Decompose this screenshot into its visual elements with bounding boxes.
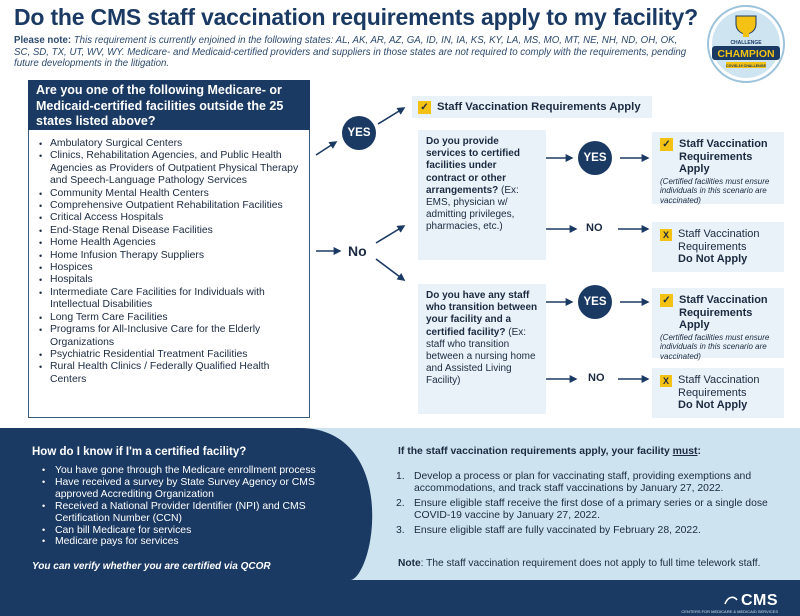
litigation-note: Please note: This requirement is current… [14,35,694,70]
x-icon: X [660,375,672,387]
contract-services-question: Do you provide services to certified fac… [418,130,546,260]
facility-list-item: Hospices [37,262,303,275]
q2-rest: (Ex: staff who transition between a nurs… [426,326,536,387]
facility-list-item: Home Health Agencies [37,237,303,250]
staff-transition-question: Do you have any staff who transition bet… [418,284,546,414]
facility-list-item: Intermediate Care Facilities for Individ… [37,287,303,312]
facility-list-item: Ambulatory Surgical Centers [37,138,303,151]
footer-bar [0,580,800,616]
result-apply-title: Staff Vaccination Requirements Apply [679,138,768,175]
facility-list-item: Comprehensive Outpatient Rehabilitation … [37,200,303,213]
cms-logo: CMS [724,590,778,612]
requirement-number: 3. [396,525,405,537]
yes-circle-q2: YES [578,285,612,319]
result-not-apply-2: X Staff Vaccination Requirements Do Not … [652,368,784,418]
svg-text:COVID-19 CHALLENGE: COVID-19 CHALLENGE [726,64,767,68]
checkmark-icon: ✓ [660,294,673,307]
requirement-number: 1. [396,471,405,482]
note-body: This requirement is currently enjoined i… [14,35,687,69]
facility-list-item: End-Stage Renal Disease Facilities [37,225,303,238]
requirement-item: 1. Develop a process or plan for vaccinat… [396,471,791,495]
facility-list-item: Home Infusion Therapy Suppliers [37,250,303,263]
facility-list-item: Community Mental Health Centers [37,188,303,201]
q2-bold: Do you have any staff who transition bet… [426,290,538,338]
certified-criteria-item: Have received a survey by State Survey A… [40,477,350,501]
facility-list-item: Hospitals [37,274,303,287]
requirements-apply-label: Staff Vaccination Requirements Apply [437,101,641,113]
result-apply-2: ✓ Staff Vaccination Requirements Apply (… [652,288,784,361]
verify-qcor-text: You can verify whether you are certified… [32,561,271,572]
cms-swoosh-icon [724,596,738,605]
result-not-title: Staff Vaccination Requirements [678,374,760,399]
result-not-bold: Do Not Apply [678,253,748,265]
facility-list-item: Critical Access Hospitals [37,212,303,225]
checkmark-icon: ✓ [418,100,431,114]
requirement-text: Develop a process or plan for vaccinatin… [414,471,752,495]
facility-list-item: Long Term Care Facilities [37,312,303,325]
result-apply-1: ✓ Staff Vaccination Requirements Apply (… [652,132,784,205]
no-label-main: No [348,243,367,259]
result-not-bold: Do Not Apply [678,399,748,411]
yes-circle-main: YES [342,116,376,150]
result-apply-subtext: (Certified facilities must ensure indivi… [660,176,770,205]
result-not-apply-1: X Staff Vaccination Requirements Do Not … [652,222,784,272]
cms-logo-subtext: CENTERS FOR MEDICARE & MEDICAID SERVICES [681,609,778,614]
requirement-item: 3. Ensure eligible staff are fully vaccin… [396,525,791,537]
x-icon: X [660,229,672,241]
arrow-yes-to-apply [377,107,406,125]
champion-badge-logo: CHALLENGE CHAMPION COVID-19 CHALLENGE [707,5,785,83]
certified-criteria-item: You have gone through the Medicare enrol… [40,465,350,477]
result-apply-subtext: (Certified facilities must ensure indivi… [660,332,770,361]
certified-criteria-item: Medicare pays for services [40,536,350,548]
telework-note: Note: The staff vaccination requirement … [398,558,761,569]
facility-list-item: Psychiatric Residential Treatment Facili… [37,349,303,362]
requirements-title: If the staff vaccination requirements ap… [398,446,701,457]
facility-question-header: Are you one of the following Medicare- o… [28,80,310,130]
facility-list-item: Clinics, Rehabilitation Agencies, and Pu… [37,150,303,187]
requirement-text: Ensure eligible staff receive the first … [414,498,768,522]
yes-circle-q1: YES [578,141,612,175]
facility-list-item: Rural Health Clinics / Federally Qualifi… [37,361,303,386]
facility-list: Ambulatory Surgical CentersClinics, Reha… [37,138,303,386]
result-not-title: Staff Vaccination Requirements [678,228,760,253]
no-label-q1: NO [586,222,603,234]
svg-text:CHALLENGE: CHALLENGE [730,40,762,46]
checkmark-icon: ✓ [660,138,673,151]
bottom-panel: How do I know if I'm a certified facilit… [0,428,800,580]
page-title: Do the CMS staff vaccination requirement… [14,4,698,30]
no-label-q2: NO [588,372,605,384]
requirement-number: 2. [396,498,405,510]
certified-criteria-list: You have gone through the Medicare enrol… [40,465,350,548]
q1-rest: (Ex: EMS, physician w/ admitting privile… [426,184,519,233]
arrow-no-to-q1 [375,225,406,244]
requirement-item: 2. Ensure eligible staff receive the firs… [396,498,791,522]
certified-title: How do I know if I'm a certified facilit… [32,446,247,458]
arrow-list-to-yes [315,141,338,156]
q1-bold: Do you provide services to certified fac… [426,136,520,196]
requirement-text: Ensure eligible staff are fully vaccinat… [414,525,701,537]
result-apply-title: Staff Vaccination Requirements Apply [679,294,768,331]
requirements-list: 1. Develop a process or plan for vaccinat… [396,471,791,540]
certified-criteria-item: Can bill Medicare for services [40,525,350,537]
certified-criteria-item: Received a National Provider Identifier … [40,501,350,525]
cms-logo-text: CMS [740,592,778,609]
facility-list-item: Programs for All-Inclusive Care for the … [37,324,303,349]
requirements-apply-box: ✓ Staff Vaccination Requirements Apply [412,96,652,118]
arrow-no-to-q2 [375,258,406,281]
note-label: Please note: [14,35,72,46]
facility-list-box: Ambulatory Surgical CentersClinics, Reha… [28,130,310,418]
svg-text:CHAMPION: CHAMPION [717,48,774,60]
